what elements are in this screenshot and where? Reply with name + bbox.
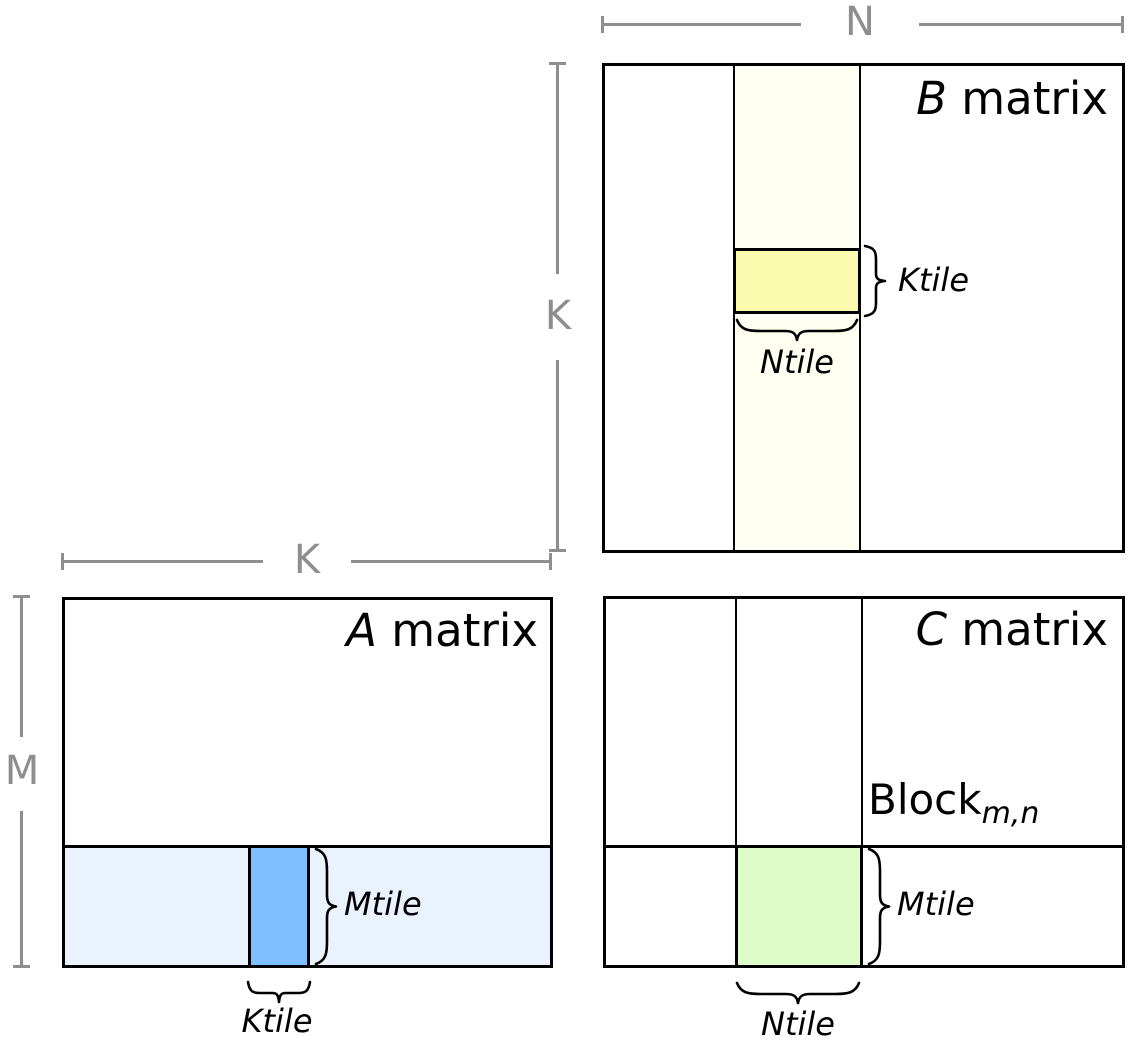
block-label-base: Block [868, 775, 982, 824]
c-matrix-column-line-left [735, 599, 737, 965]
b-matrix-title-letter: B [916, 72, 947, 125]
a-matrix-box: A matrix [62, 597, 553, 968]
b-ntile-label: Ntile [760, 343, 834, 381]
c-mtile-label: Mtile [897, 885, 975, 923]
k-dim-vertical-label: K [544, 293, 572, 339]
k-dim-horizontal-label: K [293, 537, 321, 583]
c-matrix-row-line [606, 845, 1122, 848]
k-dim-horizontal-tick-right [549, 553, 552, 570]
b-matrix-ktile-tile [733, 248, 861, 314]
b-matrix-title: B matrix [916, 74, 1108, 124]
k-dim-vertical-line-top [556, 62, 559, 274]
c-matrix-block-tile [735, 845, 863, 965]
c-matrix-block-label: Blockm,n [868, 775, 1040, 831]
a-matrix-ktile-tile [248, 845, 310, 965]
a-mtile-brace [314, 847, 338, 966]
m-dim-tick-bottom [13, 965, 30, 968]
a-mtile-label: Mtile [344, 885, 422, 923]
b-matrix-box: B matrix [602, 63, 1125, 553]
c-ntile-label: Ntile [761, 1005, 835, 1043]
m-dim-line-bottom [20, 811, 23, 967]
block-label-subscript: m,n [981, 796, 1040, 831]
m-dim-label: M [4, 748, 40, 794]
m-dim-line-top [20, 595, 23, 737]
a-matrix-title-letter: A [346, 604, 377, 657]
k-dim-vertical-line-bottom [556, 360, 559, 552]
c-matrix-title-letter: C [915, 603, 947, 656]
a-ktile-brace [246, 980, 312, 1004]
b-ktile-label: Ktile [898, 261, 969, 299]
c-ntile-brace [735, 981, 861, 1005]
a-matrix-title: A matrix [346, 606, 538, 656]
a-matrix-title-word: matrix [377, 604, 538, 657]
c-matrix-title-word: matrix [947, 603, 1108, 656]
k-dim-vertical-tick-bottom [549, 549, 566, 552]
a-ktile-label: Ktile [241, 1002, 313, 1040]
c-matrix-column-line-right [861, 599, 863, 965]
k-dim-horizontal-line-right [351, 560, 552, 563]
c-mtile-brace [867, 847, 891, 966]
b-ktile-brace [863, 244, 887, 318]
n-dim-label: N [845, 0, 875, 45]
c-matrix-box: C matrix Blockm,n [603, 596, 1125, 968]
c-matrix-title: C matrix [916, 605, 1108, 655]
n-dim-line-left [601, 23, 801, 26]
k-dim-horizontal-line-left [61, 560, 263, 563]
n-dim-line-right [919, 23, 1124, 26]
n-dim-tick-right [1121, 16, 1124, 33]
b-matrix-title-word: matrix [947, 72, 1108, 125]
b-ntile-brace [735, 318, 859, 342]
